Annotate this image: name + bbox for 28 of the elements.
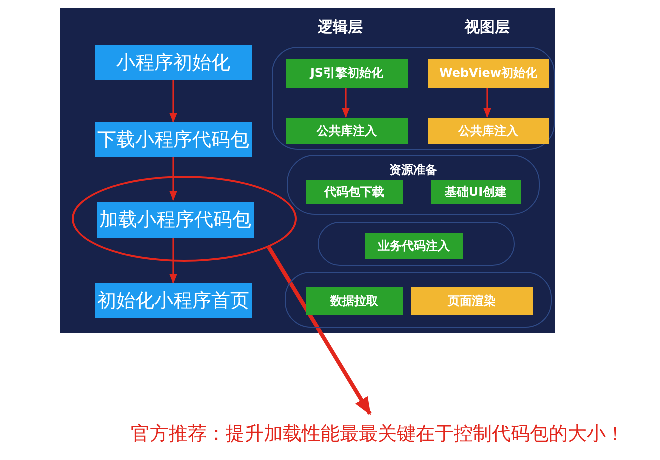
group-outline bbox=[318, 222, 515, 266]
group-outline bbox=[285, 272, 552, 328]
process-box: 基础UI创建 bbox=[431, 180, 521, 204]
arrow bbox=[342, 87, 350, 118]
process-box: 数据拉取 bbox=[306, 287, 403, 315]
column-heading: 逻辑层 bbox=[318, 18, 363, 37]
process-box: JS引擎初始化 bbox=[286, 59, 408, 88]
note-text: 官方推荐：提升加载性能最最关键在于控制代码包的大小！ bbox=[100, 420, 656, 448]
arrow bbox=[170, 157, 178, 201]
arrow bbox=[267, 246, 372, 416]
highlight-ellipse bbox=[72, 176, 297, 262]
process-box: WebView初始化 bbox=[428, 59, 549, 88]
arrow bbox=[484, 87, 492, 118]
column-heading: 视图层 bbox=[465, 18, 510, 37]
arrow bbox=[170, 80, 178, 123]
process-box: 公共库注入 bbox=[428, 118, 549, 144]
group-outline bbox=[272, 47, 555, 150]
process-box: 页面渲染 bbox=[411, 287, 533, 315]
process-box: 公共库注入 bbox=[286, 118, 408, 144]
group-heading: 资源准备 bbox=[390, 162, 438, 179]
arrow bbox=[170, 236, 178, 284]
process-box: 代码包下载 bbox=[306, 180, 403, 204]
process-box: 业务代码注入 bbox=[365, 233, 463, 259]
group-outline bbox=[287, 155, 540, 215]
step-box: 下载小程序代码包 bbox=[95, 122, 252, 157]
step-box: 小程序初始化 bbox=[95, 45, 252, 80]
step-box: 初始化小程序首页 bbox=[95, 283, 252, 318]
step-box: 加载小程序代码包 bbox=[97, 202, 254, 238]
